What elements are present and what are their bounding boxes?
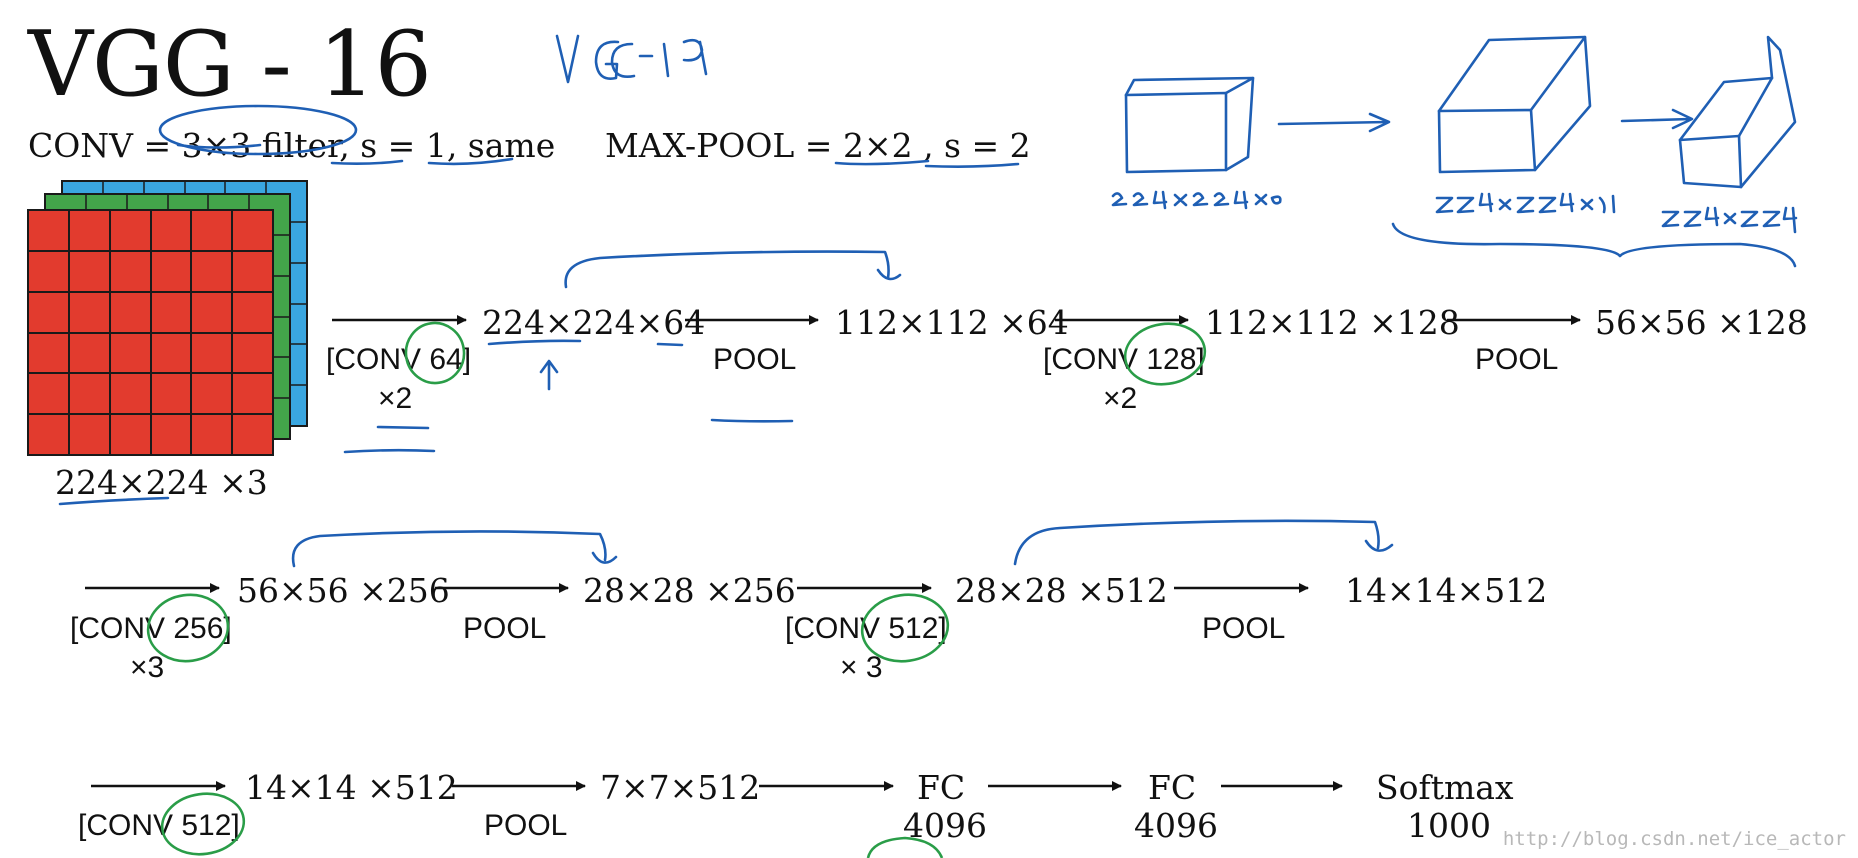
row2-output-2: 28×28 ×256 xyxy=(583,571,796,610)
vol1-arrow xyxy=(1277,112,1391,133)
underline-s2 xyxy=(924,162,1020,168)
underline-pool1 xyxy=(710,418,794,423)
row1-output-4: 56×56 ×128 xyxy=(1595,303,1808,342)
flow-arrows xyxy=(85,315,1581,791)
vol2-label xyxy=(1435,192,1616,214)
underline-out1 xyxy=(487,339,582,346)
underline-2x2 xyxy=(834,159,930,166)
vol1-side xyxy=(1224,76,1255,172)
vol3-label xyxy=(1661,206,1798,234)
watermark: http://blog.csdn.net/ice_actor xyxy=(1502,828,1846,850)
vol3-front xyxy=(1678,134,1743,189)
row2-conv1-times: ×3 xyxy=(130,651,165,684)
vol3-side xyxy=(1739,35,1797,189)
input-volume xyxy=(27,180,308,456)
page-title: VGG - 16 xyxy=(28,12,432,117)
circle-conv512b xyxy=(160,792,246,856)
vol2-front xyxy=(1437,108,1537,174)
bracket-r2b xyxy=(1013,519,1394,566)
row1-conv1-times: ×2 xyxy=(378,382,413,415)
vol2-arrow xyxy=(1620,108,1694,130)
row2-pool2-label: POOL xyxy=(1202,612,1286,645)
row2-pool1-label: POOL xyxy=(463,612,547,645)
softmax-label: Softmax xyxy=(1376,768,1514,807)
circle-conv64 xyxy=(404,321,466,385)
bracket-r1 xyxy=(564,250,902,289)
handwritten-annotations xyxy=(58,34,1798,568)
input-volume-label: 224×224 ×3 xyxy=(55,463,268,502)
row1-conv2-label: [CONV 128] xyxy=(1043,343,1205,376)
arrow-up xyxy=(539,359,559,391)
underline-input xyxy=(58,496,170,506)
vol1-top xyxy=(1124,76,1255,97)
brace-volumes xyxy=(1391,222,1797,268)
underline-same xyxy=(427,157,514,166)
row2-conv2-times: × 3 xyxy=(840,651,883,684)
circle-conv512a xyxy=(860,593,950,663)
row1-output-3: 112×112 ×128 xyxy=(1205,303,1460,342)
row3-output-1: 14×14 ×512 xyxy=(245,768,458,807)
fc2-units: 4096 xyxy=(1134,806,1218,845)
fc1-label: FC xyxy=(917,768,966,807)
row2-output-1: 56×56 ×256 xyxy=(237,571,450,610)
circle-fc-partial xyxy=(866,836,944,858)
bracket-r2a xyxy=(291,530,618,568)
red-channel-grid xyxy=(28,210,273,455)
vol1-front xyxy=(1124,91,1228,174)
circle-conv256 xyxy=(146,593,230,663)
vgg19-note xyxy=(555,34,708,84)
row3-conv1-label: [CONV 512] xyxy=(78,809,240,842)
row1-pool1-label: POOL xyxy=(713,343,797,376)
fc2-label: FC xyxy=(1148,768,1197,807)
vol2-top xyxy=(1437,35,1587,113)
conv-definition: CONV = 3×3 filter, s = 1, same xyxy=(28,126,556,165)
vol2-side xyxy=(1533,35,1592,172)
row1-conv2-times: ×2 xyxy=(1103,382,1138,415)
underline-conv64 xyxy=(343,448,436,454)
maxpool-definition: MAX-POOL = 2×2 , s = 2 xyxy=(605,126,1031,165)
underline-out1b xyxy=(656,342,684,347)
underline-s1 xyxy=(330,159,404,165)
row3-output-2: 7×7×512 xyxy=(600,768,761,807)
row2-output-4: 14×14×512 xyxy=(1345,571,1548,610)
back-channel-grid xyxy=(85,181,307,399)
row2-output-3: 28×28 ×512 xyxy=(955,571,1168,610)
green-circles xyxy=(146,321,1207,858)
row1-output-2: 112×112 ×64 xyxy=(835,303,1069,342)
softmax-units: 1000 xyxy=(1407,806,1491,845)
row1-pool2-label: POOL xyxy=(1475,343,1559,376)
vol3-top xyxy=(1678,76,1774,142)
circle-filter xyxy=(158,104,358,156)
vol1-label xyxy=(1111,190,1282,210)
row1-output-1: 224×224×64 xyxy=(482,303,706,342)
row3-pool1-label: POOL xyxy=(484,809,568,842)
circle-conv128 xyxy=(1123,322,1207,386)
underline-x2 xyxy=(376,425,430,430)
row1-conv1-label: [CONV 64] xyxy=(326,343,472,376)
